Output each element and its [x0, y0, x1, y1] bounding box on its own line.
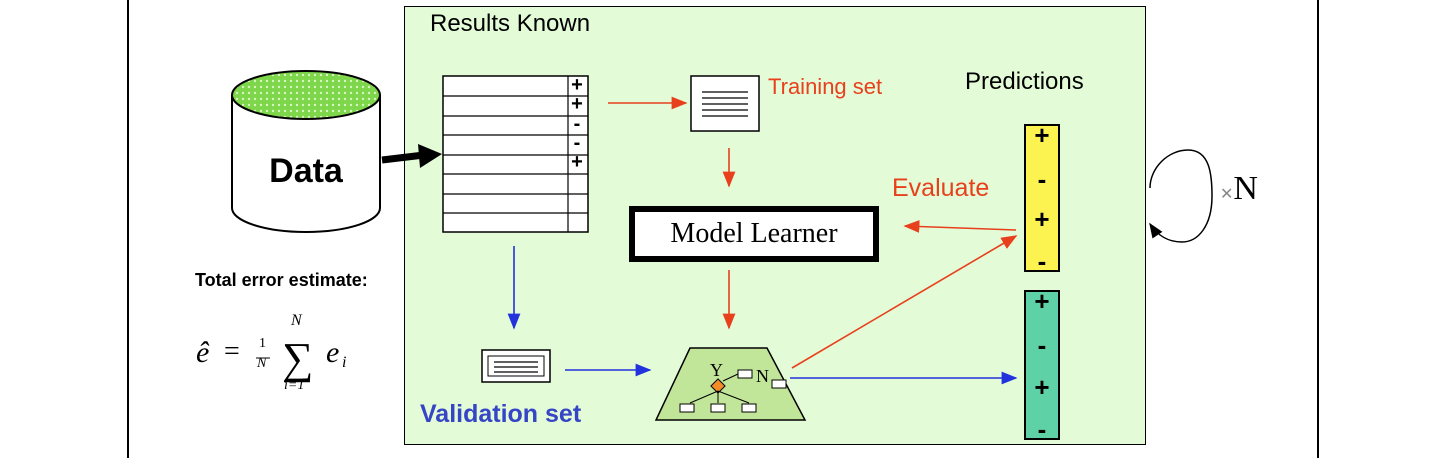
- formula-sub: i: [342, 354, 347, 371]
- total-error-label: Total error estimate:: [195, 270, 368, 290]
- repeat-loop-arrow: [1149, 149, 1213, 243]
- results-known-title: Results Known: [430, 10, 591, 37]
- formula-lhs: ê: [196, 336, 210, 369]
- predictions-title: Predictions: [965, 68, 1084, 95]
- results-table: [442, 75, 589, 233]
- yellow-sign-1: +: [1034, 120, 1050, 150]
- formula-upper: N: [291, 312, 302, 329]
- formula-frac-den: N: [257, 356, 267, 371]
- evaluate-arrow: [903, 220, 1017, 233]
- yellow-predictions-bar: + - + -: [1024, 120, 1060, 276]
- training-set-label: Training set: [768, 74, 883, 99]
- table-sign-4: -: [573, 132, 581, 154]
- repeat-n-value: N: [1233, 170, 1258, 207]
- table-sign-5: +: [571, 151, 583, 173]
- repeat-n-label: ✕N: [1220, 170, 1258, 208]
- formula-sigma: ∑: [282, 334, 313, 383]
- frame-left-border: [127, 0, 129, 458]
- times-icon: ✕: [1220, 186, 1234, 203]
- formula-lower: i=1: [284, 378, 305, 393]
- frame-right-border: [1317, 0, 1319, 458]
- teal-sign-3: +: [1034, 372, 1050, 402]
- model-to-predictions-arrow: [791, 235, 1018, 369]
- validation-set-document-icon: [481, 349, 551, 383]
- table-sign-3: -: [573, 113, 581, 135]
- training-set-document-icon: [690, 75, 760, 132]
- validation-set-label: Validation set: [420, 400, 582, 428]
- teal-sign-2: -: [1037, 330, 1047, 360]
- formula-frac-num: 1: [259, 336, 266, 351]
- tree-yes-label: Y: [710, 360, 723, 380]
- data-to-table-arrow: [381, 144, 442, 168]
- teal-sign-4: -: [1037, 414, 1047, 444]
- model-learner-label: Model Learner: [670, 218, 838, 249]
- yellow-sign-3: +: [1034, 204, 1050, 234]
- tree-no-label: N: [756, 366, 769, 386]
- yellow-sign-2: -: [1037, 164, 1047, 194]
- table-sign-2: +: [571, 93, 583, 115]
- teal-sign-1: +: [1034, 286, 1050, 316]
- formula-term: e: [326, 336, 340, 369]
- teal-predictions-bar: + - + -: [1024, 286, 1060, 444]
- evaluate-label: Evaluate: [892, 174, 990, 202]
- table-sign-1: +: [571, 74, 583, 96]
- decision-tree-model-icon: [654, 347, 807, 421]
- yellow-sign-4: -: [1037, 246, 1047, 276]
- data-cylinder: [231, 70, 381, 233]
- model-learner-box: Model Learner: [629, 206, 879, 262]
- formula-eq: =: [224, 336, 240, 367]
- data-label: Data: [269, 152, 343, 190]
